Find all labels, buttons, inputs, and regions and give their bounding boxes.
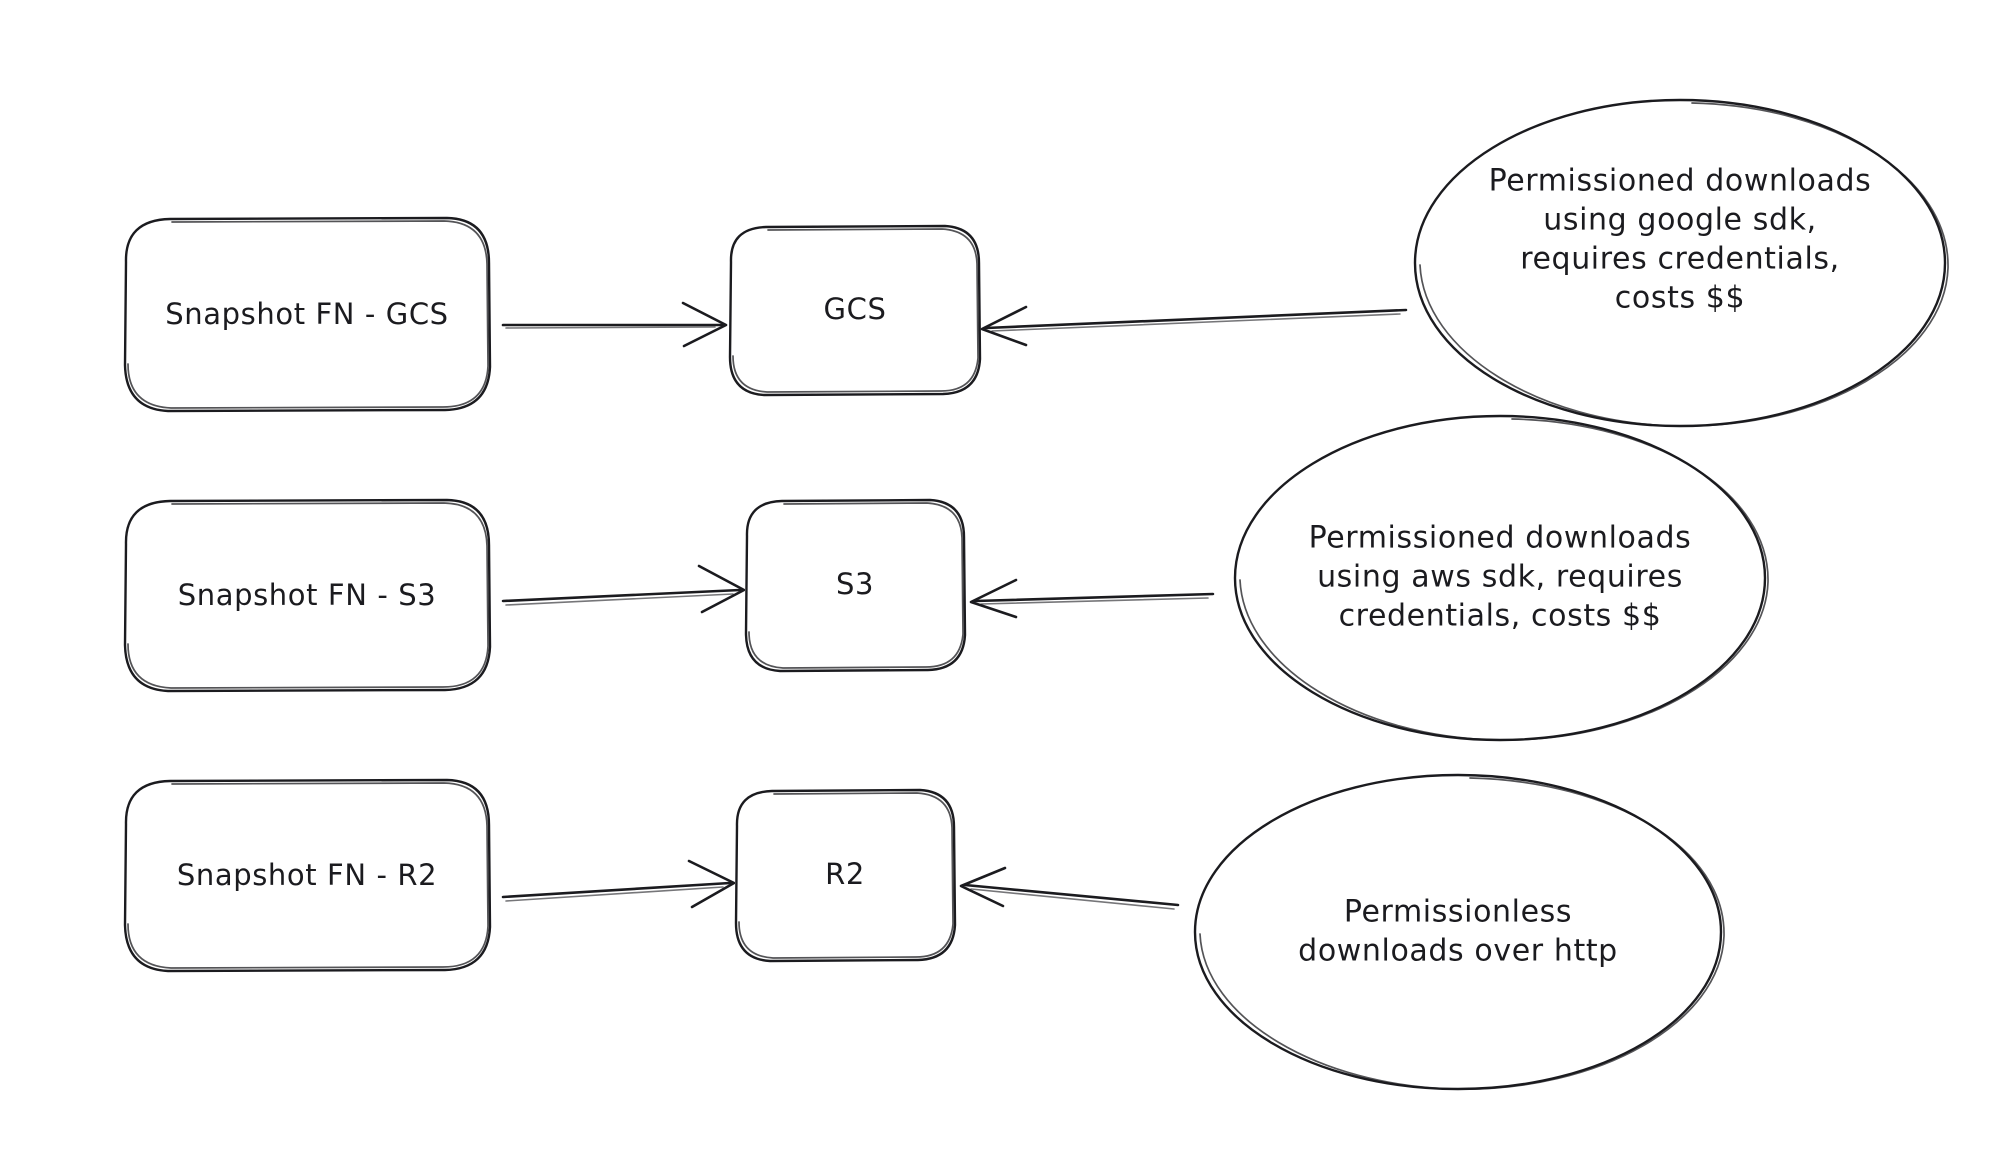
node-label: Snapshot FN - S3 [178,578,437,612]
arrow-snapshot-fn-s3-to-s3 [501,564,746,614]
note-line: requires credentials, [1520,242,1840,277]
note-line: credentials, costs $$ [1339,599,1662,634]
node-label: Snapshot FN - R2 [177,858,437,892]
note-r2[interactable]: Permissionless downloads over http [1193,773,1725,1091]
node-label: Snapshot FN - GCS [165,297,448,331]
node-label: R2 [825,857,865,891]
note-line: using google sdk, [1543,203,1816,238]
note-line: Permissioned downloads [1489,164,1872,199]
node-r2[interactable]: R2 [734,788,957,963]
note-line: Permissionless [1344,895,1572,930]
node-gcs[interactable]: GCS [728,224,982,397]
arrow-note-r2-to-r2 [959,866,1180,910]
node-s3[interactable]: S3 [744,498,967,673]
arrow-note-gcs-to-gcs [980,305,1408,347]
note-line: costs $$ [1615,281,1745,316]
node-snapshot-fn-gcs[interactable]: Snapshot FN - GCS [123,216,492,413]
note-s3[interactable]: Permissioned downloads using aws sdk, re… [1233,414,1769,742]
node-label: GCS [824,292,887,326]
note-line: downloads over http [1298,934,1618,969]
arrow-snapshot-fn-gcs-to-gcs [501,301,728,348]
arrow-snapshot-fn-r2-to-r2 [501,859,736,909]
note-line: Permissioned downloads [1309,521,1692,556]
note-line: using aws sdk, requires [1317,560,1683,595]
arrow-note-s3-to-s3 [969,578,1215,619]
node-snapshot-fn-s3[interactable]: Snapshot FN - S3 [123,498,492,693]
note-gcs[interactable]: Permissioned downloads using google sdk,… [1413,98,1949,428]
node-snapshot-fn-r2[interactable]: Snapshot FN - R2 [123,778,492,973]
node-label: S3 [836,567,874,601]
